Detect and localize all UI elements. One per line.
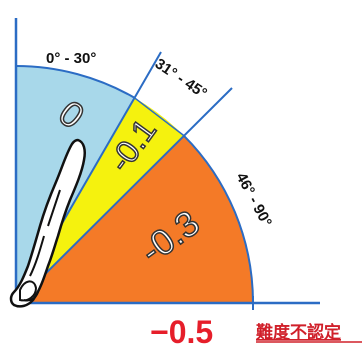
zone-31-45-sector xyxy=(16,97,184,303)
zone-0-30-arc xyxy=(15,65,136,99)
ray-45deg xyxy=(15,87,233,304)
zone-46-90-sector xyxy=(16,135,253,303)
footer-deduction-value: −0.5 xyxy=(150,314,213,349)
gymnast-figure-icon xyxy=(9,138,86,308)
zone-0-30-range-label: 0° - 30° xyxy=(46,50,96,67)
footer-note: 難度不認定 xyxy=(256,322,341,343)
zone-46-90-arc xyxy=(182,134,254,304)
zone-31-45-cap xyxy=(134,97,185,136)
zone-31-45-range-label: 31° - 45° xyxy=(152,55,210,102)
